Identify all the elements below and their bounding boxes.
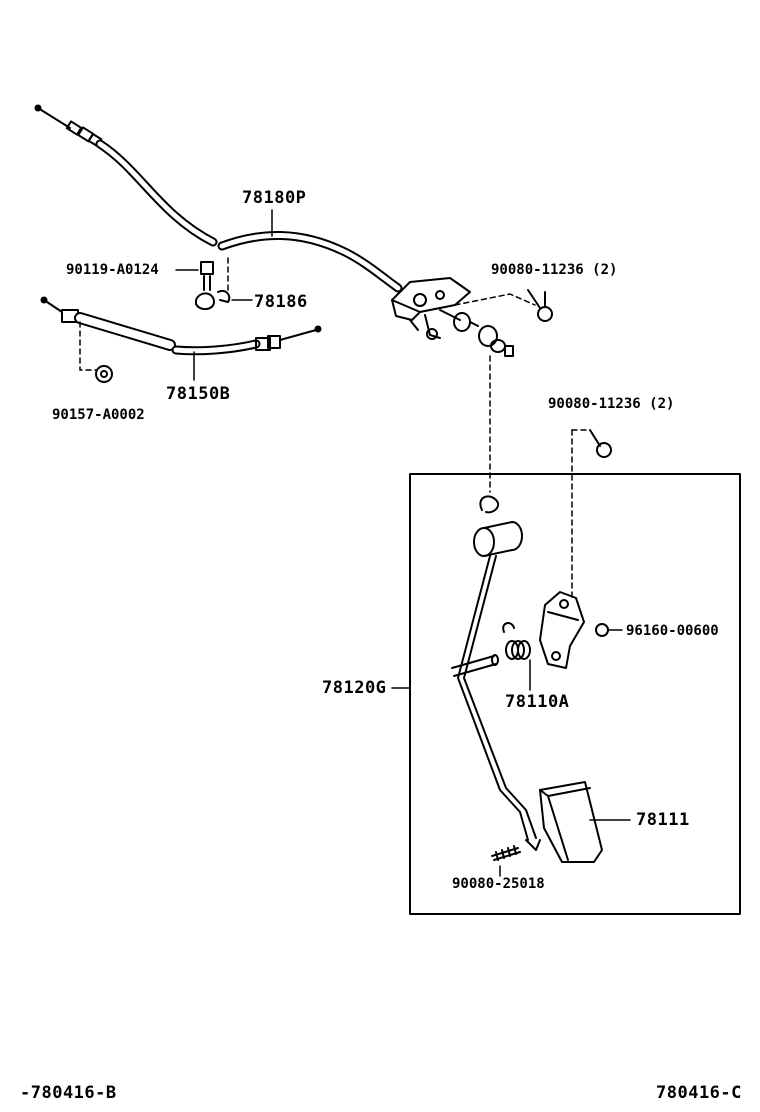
label-78111: 78111 — [636, 810, 690, 830]
label-78150B: 78150B — [166, 384, 231, 404]
clamp-78186-icon — [195, 290, 253, 310]
dashed-leader-bolt-top — [454, 293, 536, 306]
label-78186: 78186 — [254, 292, 308, 312]
footer-left-code: -780416-B — [20, 1083, 117, 1103]
spring-78110A-icon — [502, 622, 531, 691]
label-90119-A0124: 90119-A0124 — [66, 262, 159, 278]
pedal-support-bracket — [539, 591, 585, 669]
dashed-leader-nut — [79, 321, 97, 371]
screw-90080-25018-icon — [491, 845, 521, 877]
accelerator-cable-78180P — [34, 104, 403, 293]
label-78180P: 78180P — [242, 188, 307, 208]
label-90080-11236-top: 90080-11236 (2) — [491, 262, 618, 278]
bolt-90080-mid-icon — [571, 429, 612, 458]
pedal-assembly-box — [409, 473, 741, 915]
pedal-arm-78120G — [391, 495, 541, 851]
label-78120G: 78120G — [322, 678, 387, 698]
pedal-pad-78111 — [539, 781, 631, 863]
label-90157-A0002: 90157-A0002 — [52, 407, 145, 423]
bolt-90119-icon — [175, 261, 214, 291]
bolt-90080-top-icon — [527, 289, 553, 322]
label-78110A: 78110A — [505, 692, 570, 712]
nut-96160-icon — [595, 623, 623, 637]
pedal-pivot-bracket — [391, 277, 514, 357]
label-90080-11236-mid: 90080-11236 (2) — [548, 396, 675, 412]
nut-90157-icon — [95, 365, 113, 383]
label-90080-25018: 90080-25018 — [452, 876, 545, 892]
label-96160-00600: 96160-00600 — [626, 623, 719, 639]
cable-78150B — [40, 296, 322, 381]
footer-right-code: 780416-C — [656, 1083, 742, 1103]
